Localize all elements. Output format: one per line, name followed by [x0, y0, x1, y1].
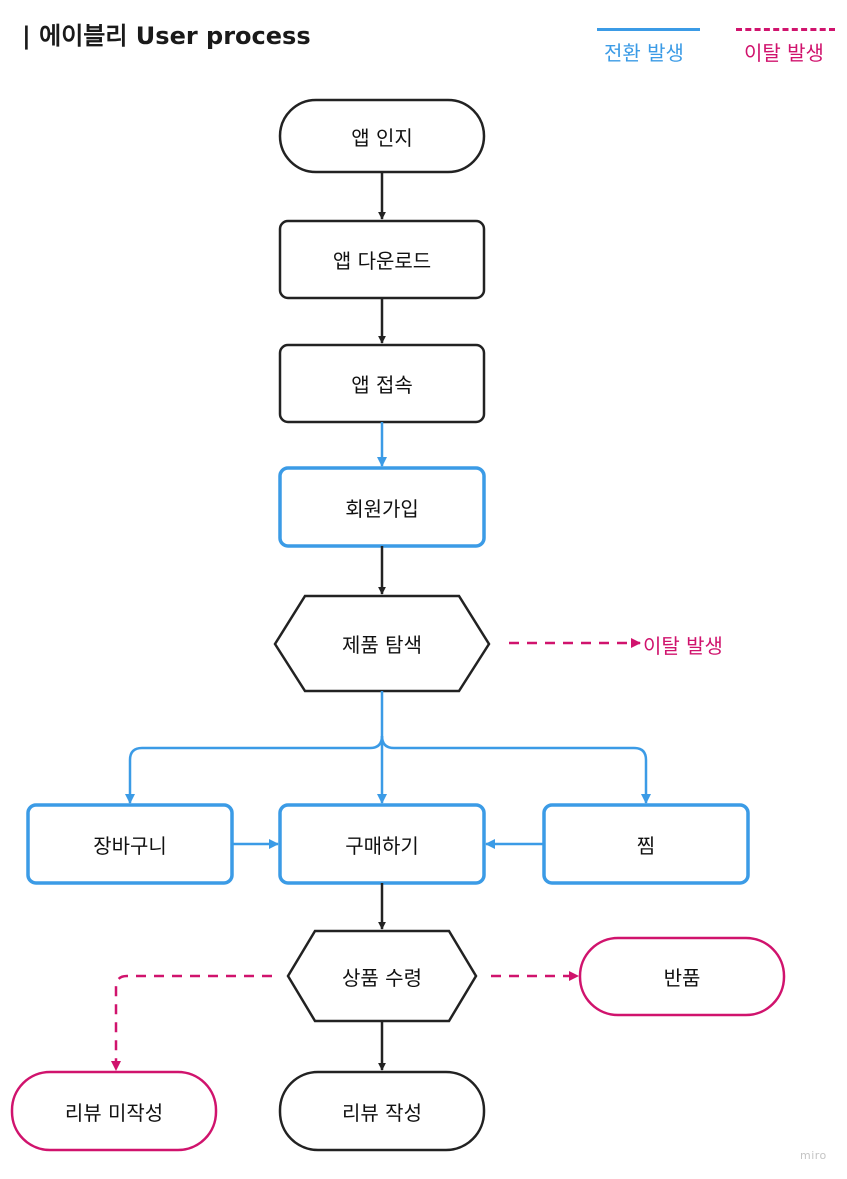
node-review-written	[278, 1070, 486, 1152]
arrow-search-to-wishlist	[380, 735, 651, 804]
node-wishlist-label: 찜	[636, 833, 656, 858]
node-product-receipt-label: 상품 수령	[342, 965, 422, 990]
legend-conversion-swatch	[597, 28, 700, 31]
node-product-search	[273, 594, 491, 693]
page-title: | 에이블리 User process	[22, 22, 311, 50]
node-review-not-written	[10, 1070, 218, 1152]
node-cart-label: 장바구니	[93, 833, 167, 858]
node-app-access-label: 앱 접속	[351, 373, 413, 397]
search-dropoff-label: 이탈 발생	[643, 634, 723, 658]
node-product-search-label: 제품 탐색	[342, 633, 422, 657]
node-app-awareness-label: 앱 인지	[351, 125, 413, 150]
node-return-label: 반품	[663, 966, 701, 990]
node-product-receipt	[286, 929, 478, 1023]
node-app-download-label: 앱 다운로드	[332, 249, 432, 273]
arrow-search-branches	[125, 691, 384, 804]
node-return	[578, 936, 786, 1017]
arrow-receipt-to-review-not-written	[111, 974, 272, 1071]
node-signup-label: 회원가입	[345, 496, 419, 521]
legend-dropoff-swatch	[736, 28, 835, 31]
node-review-not-written-label: 리뷰 미작성	[64, 1100, 164, 1125]
miro-watermark: miro	[800, 1149, 827, 1162]
legend-conversion-label: 전환 발생	[604, 41, 684, 65]
node-purchase-label: 구매하기	[345, 833, 419, 858]
legend-dropoff-label: 이탈 발생	[744, 41, 824, 65]
node-review-written-label: 리뷰 작성	[342, 1100, 422, 1125]
